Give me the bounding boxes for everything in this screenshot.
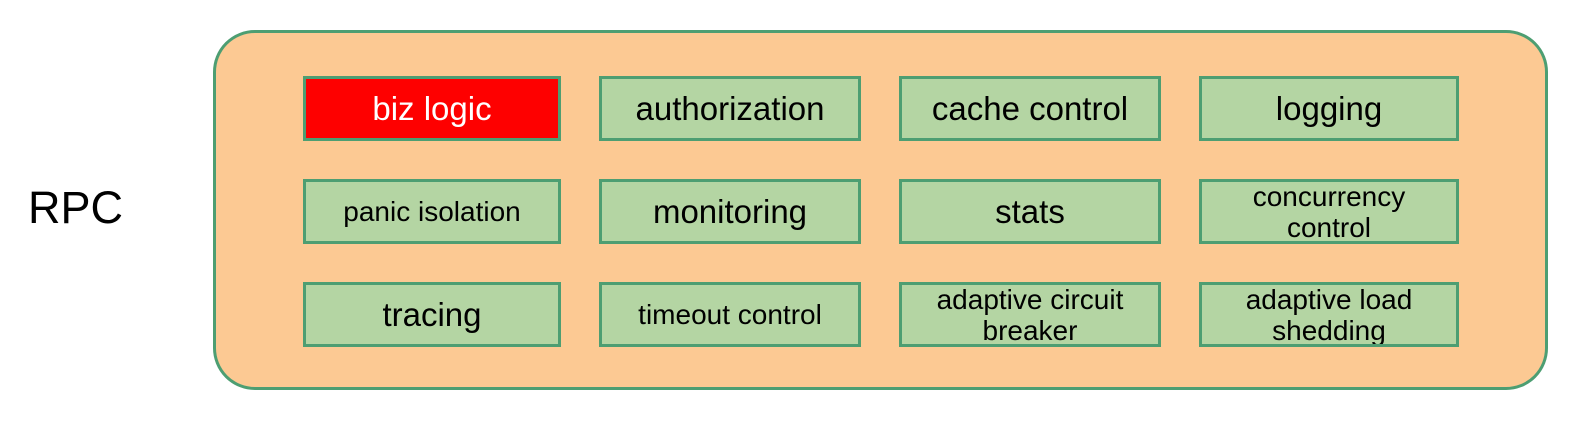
middleware-cell-timeout-control[interactable]: timeout control: [599, 282, 861, 347]
middleware-cell-logging[interactable]: logging: [1199, 76, 1459, 141]
middleware-cell-concurrency-control[interactable]: concurrency control: [1199, 179, 1459, 244]
middleware-cell-monitoring[interactable]: monitoring: [599, 179, 861, 244]
middleware-cell-biz-logic[interactable]: biz logic: [303, 76, 561, 141]
middleware-cell-adaptive-load-shedding[interactable]: adaptive load shedding: [1199, 282, 1459, 347]
middleware-grid: biz logic authorization cache control loggi…: [303, 76, 1461, 347]
middleware-cell-tracing[interactable]: tracing: [303, 282, 561, 347]
middleware-cell-cache-control[interactable]: cache control: [899, 76, 1161, 141]
middleware-cell-adaptive-circuit-breaker[interactable]: adaptive circuit breaker: [899, 282, 1161, 347]
rpc-middleware-container: biz logic authorization cache control loggi…: [213, 30, 1548, 390]
middleware-cell-panic-isolation[interactable]: panic isolation: [303, 179, 561, 244]
rpc-label: RPC: [28, 182, 124, 233]
middleware-cell-stats[interactable]: stats: [899, 179, 1161, 244]
middleware-cell-authorization[interactable]: authorization: [599, 76, 861, 141]
